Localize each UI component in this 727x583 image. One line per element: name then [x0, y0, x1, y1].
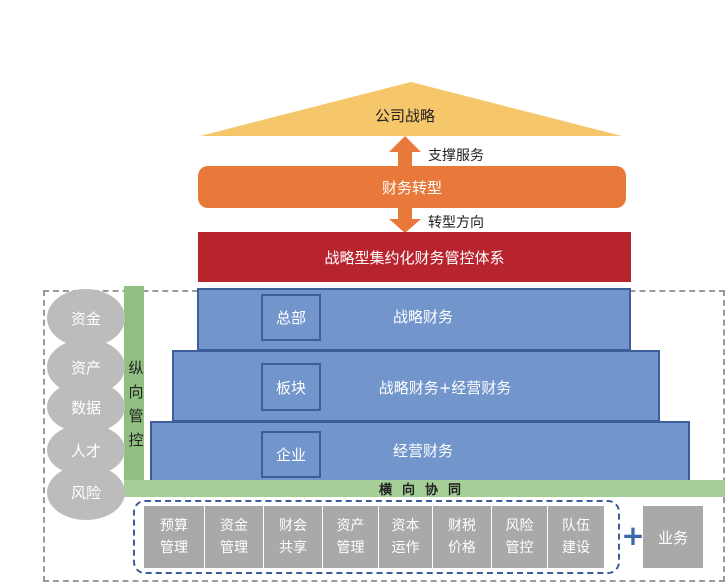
tier-enterprise-label: 经营财务 — [392, 441, 453, 460]
horizontal-coordination-bar — [124, 480, 725, 497]
vertical-control-bar — [124, 286, 144, 496]
vertical-control-label: 纵 向 管 控 — [128, 359, 144, 449]
plus-icon: + — [621, 518, 645, 552]
tag-sector: 板块 — [261, 363, 321, 411]
business-box: 业务 — [643, 506, 703, 568]
support-arrow-icon — [389, 136, 421, 168]
function-budget: 预算管理 — [144, 506, 204, 568]
tag-enterprise: 企业 — [261, 431, 321, 478]
tier-sector-label: 战略财务+经营财务 — [378, 378, 512, 397]
roof-triangle — [200, 82, 622, 136]
tier-sector — [172, 350, 660, 422]
system-label: 战略型集约化财务管控体系 — [324, 248, 505, 267]
function-asset-management: 资产管理 — [323, 506, 378, 568]
tier-enterprise — [150, 421, 690, 483]
support-label: 支撑服务 — [428, 148, 484, 164]
transformation-bar: 财务转型 — [198, 166, 626, 208]
horizontal-coordination-label: 横向协同 — [378, 483, 471, 498]
direction-arrow-icon — [389, 207, 421, 233]
circle-risk: 风险 — [47, 465, 125, 520]
system-bar: 战略型集约化财务管控体系 — [198, 232, 631, 282]
tier-headquarters-label: 战略财务 — [392, 307, 453, 326]
circle-data: 数据 — [47, 381, 125, 433]
circle-capital: 资金 — [47, 289, 125, 347]
functions-frame — [133, 500, 620, 574]
function-team-building: 队伍建设 — [548, 506, 604, 568]
function-tax-price: 财税价格 — [433, 506, 491, 568]
direction-label: 转型方向 — [428, 215, 484, 231]
function-risk-control: 风险管控 — [492, 506, 547, 568]
function-shared-accounting: 财会共享 — [264, 506, 322, 568]
function-funds: 资金管理 — [205, 506, 263, 568]
tag-headquarters: 总部 — [261, 294, 321, 341]
roof-label: 公司战略 — [374, 106, 435, 125]
transformation-label: 财务转型 — [381, 178, 442, 197]
function-capital-operation: 资本运作 — [379, 506, 432, 568]
